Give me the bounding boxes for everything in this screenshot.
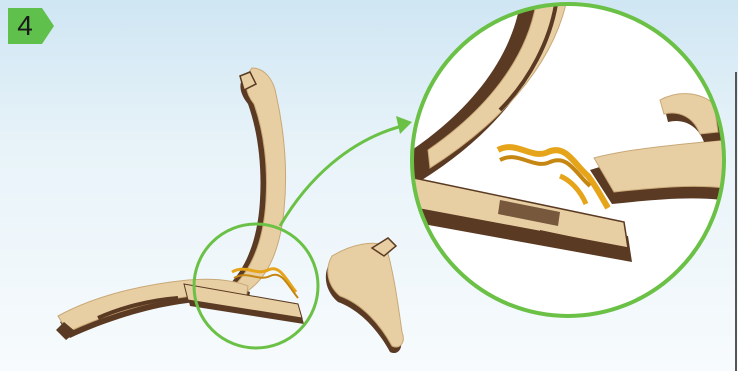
callout-arrow-icon	[280, 116, 412, 226]
divider-line	[735, 72, 737, 371]
zoom-circle-icon	[410, 0, 730, 320]
stand-assembly	[56, 68, 403, 353]
